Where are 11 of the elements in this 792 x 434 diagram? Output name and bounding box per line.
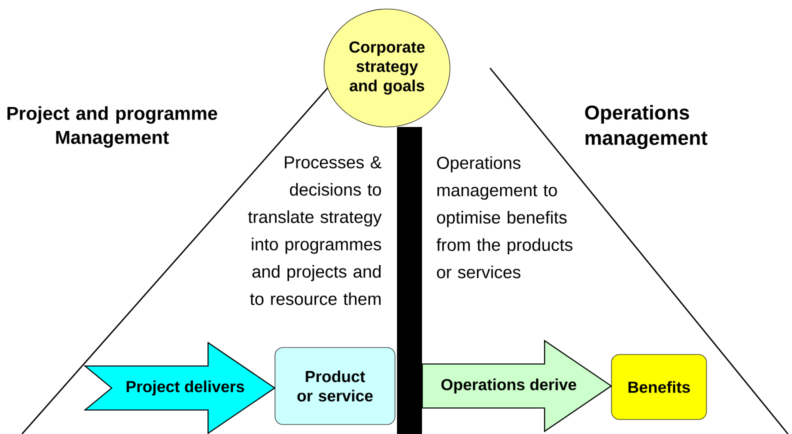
description-text: Operations management to optimise benefits from the products or services <box>436 156 572 278</box>
edge-label: Operations derive <box>441 378 576 394</box>
description-text: Processes & decisions to translate strategy into programmes and projects and to resource them <box>248 156 382 306</box>
section-heading: Project and programme Management <box>7 106 218 148</box>
result-box: Benefits <box>611 354 707 420</box>
vertical-bar <box>397 127 422 434</box>
process-box: Product or service <box>274 347 396 425</box>
section-heading: Operations management <box>585 104 708 150</box>
block-arrow <box>422 340 612 432</box>
edge-label: Project delivers <box>126 380 244 396</box>
block-arrow <box>84 342 276 434</box>
